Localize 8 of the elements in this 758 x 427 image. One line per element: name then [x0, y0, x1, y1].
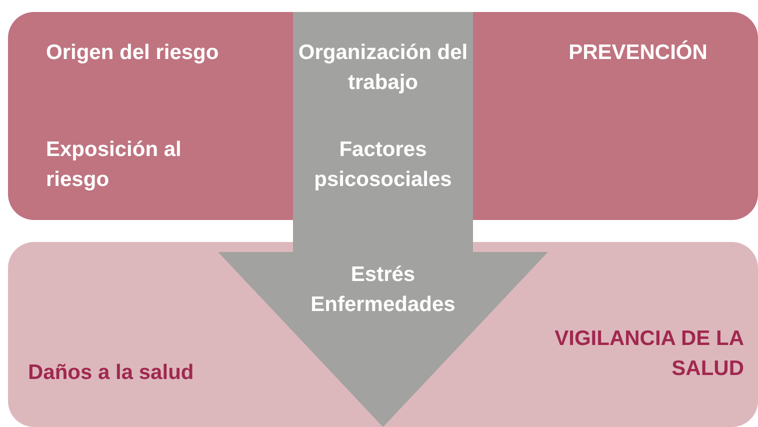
- arrow-label: Factores psicosociales: [313, 137, 453, 193]
- arrow-label: Estrés Enfermedades: [310, 262, 456, 318]
- band-heading: Origen del riesgo: [46, 40, 220, 66]
- band-heading: PREVENCIÓN: [568, 39, 708, 66]
- band-heading: Daños a la salud: [28, 360, 195, 386]
- band-heading: VIGILANCIA DE LA SALUD: [554, 326, 744, 382]
- band-heading: Exposición al riesgo: [46, 137, 182, 193]
- arrow-label: Organización del trabajo: [297, 40, 469, 96]
